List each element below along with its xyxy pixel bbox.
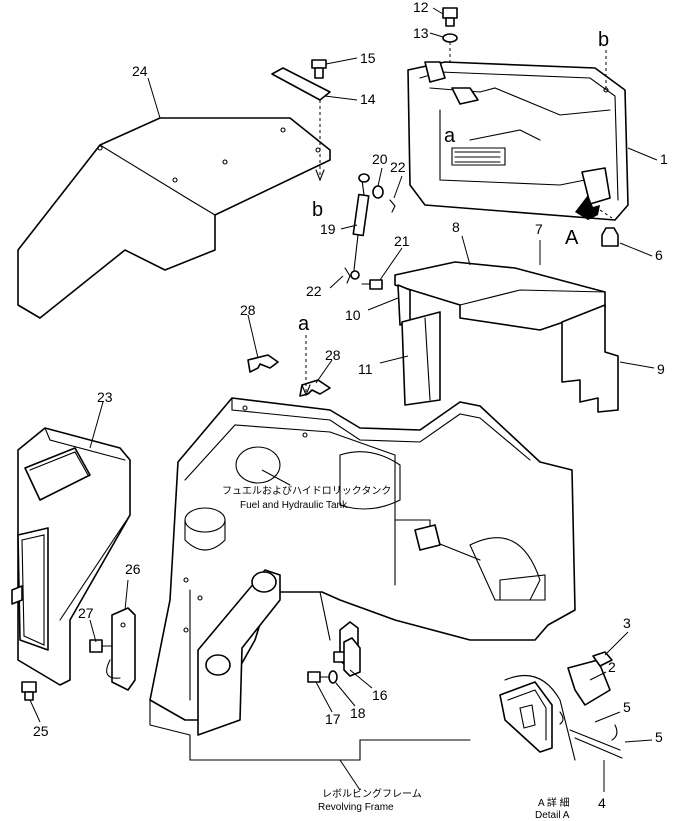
- cover-part-9: [561, 304, 619, 413]
- callout-26: 26: [125, 561, 141, 577]
- gas-spring-part-19: [352, 173, 370, 271]
- bolt-part-12: [442, 7, 458, 27]
- callout-22a: 22: [390, 159, 406, 175]
- bracket-part-10: [397, 284, 411, 326]
- washer-part-13: [442, 33, 458, 43]
- callout-4: 4: [598, 795, 606, 811]
- callout-9: 9: [657, 361, 665, 377]
- bracket-part-16: [343, 637, 361, 677]
- callout-5a: 5: [623, 699, 631, 715]
- callout-12: 12: [413, 0, 429, 15]
- callout-7: 7: [535, 221, 543, 237]
- tank-caption-en: Fuel and Hydraulic Tank: [240, 500, 348, 511]
- callout-23: 23: [97, 389, 113, 405]
- callout-24: 24: [132, 63, 148, 79]
- callout-22b: 22: [306, 283, 322, 299]
- callout-15: 15: [360, 50, 376, 66]
- callout-14: 14: [360, 91, 376, 107]
- letter-b-mid: b: [312, 199, 323, 221]
- pin-part-22-upper: [389, 199, 396, 213]
- callout-5b: 5: [655, 729, 663, 745]
- captions: フュエルおよびハイドロリックタンク Fuel and Hydraulic Tan…: [222, 485, 570, 821]
- callout-11: 11: [358, 361, 373, 377]
- callout-3: 3: [623, 615, 631, 631]
- bolt-part-17: [307, 671, 331, 683]
- callout-21: 21: [394, 233, 410, 249]
- reference-letters: a a b b A: [298, 29, 609, 335]
- bolt-part-21: [361, 279, 383, 290]
- callout-1: 1: [660, 151, 668, 167]
- cushion-part-6: [601, 227, 619, 247]
- clip-part-28-right: [299, 379, 331, 397]
- tank-caption-jp: フュエルおよびハイドロリックタンク: [222, 485, 391, 497]
- callout-17: 17: [325, 711, 341, 727]
- callout-19: 19: [320, 221, 336, 237]
- callout-28b: 28: [325, 347, 341, 363]
- callout-2: 2: [608, 659, 616, 675]
- plate-part-14: [271, 67, 331, 101]
- bolt-part-15: [311, 59, 327, 79]
- callout-8: 8: [452, 219, 460, 235]
- latch-part-26: [106, 607, 136, 691]
- arrow-A-icon: [575, 195, 600, 220]
- letter-a-top: a: [444, 125, 456, 147]
- callout-18: 18: [350, 705, 366, 721]
- washer-part-18: [328, 670, 338, 684]
- bolt-part-25: [21, 681, 37, 701]
- bolt-part-27: [89, 639, 113, 653]
- leader-lines: [29, 7, 658, 792]
- callout-6: 6: [655, 247, 663, 263]
- panel-part-11: [401, 311, 441, 406]
- letter-a-mid: a: [298, 313, 310, 335]
- door-part-23: [11, 427, 131, 686]
- callout-28a: 28: [240, 302, 256, 318]
- callout-25: 25: [33, 723, 49, 739]
- callout-27: 27: [78, 605, 94, 621]
- detail-caption-jp: A 詳 細: [538, 796, 570, 809]
- letter-b-top: b: [598, 29, 609, 51]
- detail-caption-en: Detail A: [535, 810, 570, 821]
- callout-numbers: 1 2 3 4 5 5 6 7 8 9 10 11 12 13 14 15 16…: [33, 0, 668, 811]
- letter-A: A: [565, 227, 579, 249]
- detail-A-view: [499, 651, 623, 761]
- frame-caption-en: Revolving Frame: [318, 802, 394, 813]
- cover-part-24: [17, 117, 331, 319]
- callout-16: 16: [372, 687, 388, 703]
- callout-20: 20: [372, 151, 388, 167]
- frame-caption-jp: レボルビングフレーム: [322, 787, 422, 800]
- hood-part-1: [407, 61, 629, 221]
- callout-10: 10: [345, 307, 361, 323]
- clip-part-28-left: [247, 354, 279, 373]
- washer-part-20: [372, 185, 384, 199]
- callout-13: 13: [413, 25, 429, 41]
- pin-part-22-lower: [344, 267, 351, 284]
